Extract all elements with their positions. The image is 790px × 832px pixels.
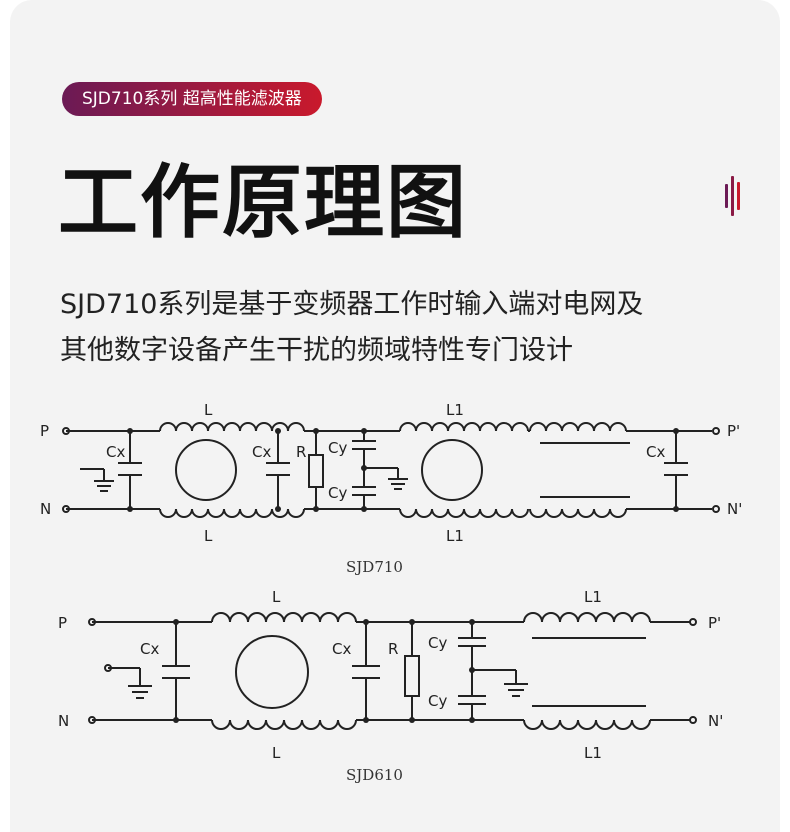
label-Cy-2: Cy bbox=[328, 484, 347, 502]
label-P: P bbox=[40, 422, 49, 440]
label-Cy-1: Cy bbox=[328, 439, 347, 457]
description-line-1: SJD710系列是基于变频器工作时输入端对电网及 bbox=[60, 289, 644, 320]
label-Cy-2: Cy bbox=[428, 692, 447, 710]
label-Cx-2: Cx bbox=[332, 640, 351, 658]
inductor-L1-top bbox=[523, 612, 651, 623]
page-title: 工作原理图 bbox=[58, 156, 468, 249]
label-L-bottom: L bbox=[272, 744, 281, 762]
inductor-L-bottom bbox=[211, 719, 357, 730]
inductor-L1-bottom bbox=[399, 508, 529, 518]
label-Cy-1: Cy bbox=[428, 634, 447, 652]
label-P: P bbox=[58, 614, 67, 632]
label-Cx-3: Cx bbox=[646, 443, 665, 461]
circuit-diagram-sjd710: P N P' N' L L L1 L1 Cx Cx R Cy Cy Cx SJD… bbox=[40, 401, 742, 576]
label-R: R bbox=[388, 640, 398, 658]
label-L1-bottom: L1 bbox=[584, 744, 602, 762]
caption-sjd710: SJD710 bbox=[346, 558, 403, 576]
bars-icon bbox=[725, 176, 745, 216]
core-circle-1 bbox=[175, 439, 237, 501]
label-Cx-2: Cx bbox=[252, 443, 271, 461]
core-circle bbox=[235, 635, 309, 709]
inductor-3-bottom bbox=[529, 508, 627, 518]
label-L1-top: L1 bbox=[446, 401, 464, 419]
label-P-out: P' bbox=[708, 614, 721, 632]
inductor-L-bottom bbox=[159, 508, 305, 518]
label-L1-bottom: L1 bbox=[446, 527, 464, 545]
content-card bbox=[10, 0, 780, 832]
inductor-L1-top bbox=[399, 422, 529, 432]
inductor-L-top bbox=[159, 422, 305, 432]
label-P-out: P' bbox=[727, 422, 740, 440]
inductor-L-top bbox=[211, 612, 357, 623]
description-line-2: 其他数字设备产生干扰的频域特性专门设计 bbox=[60, 335, 573, 366]
label-L-top: L bbox=[204, 401, 213, 419]
series-badge: SJD710系列 超高性能滤波器 bbox=[62, 82, 322, 116]
label-L-bottom: L bbox=[204, 527, 213, 545]
label-N: N bbox=[58, 712, 69, 730]
inductor-3-top bbox=[529, 422, 627, 432]
caption-sjd610: SJD610 bbox=[346, 766, 403, 784]
label-R: R bbox=[296, 443, 306, 461]
core-circle-2 bbox=[421, 439, 483, 501]
label-Cx-1: Cx bbox=[106, 443, 125, 461]
label-L-top: L bbox=[272, 588, 281, 606]
label-L1-top: L1 bbox=[584, 588, 602, 606]
description: SJD710系列是基于变频器工作时输入端对电网及 其他数字设备产生干扰的频域特性… bbox=[60, 282, 643, 374]
label-N-out: N' bbox=[708, 712, 723, 730]
label-Cx-1: Cx bbox=[140, 640, 159, 658]
label-N: N bbox=[40, 500, 51, 518]
inductor-L1-bottom bbox=[523, 719, 651, 730]
label-N-out: N' bbox=[727, 500, 742, 518]
circuit-diagram-sjd610: P N P' N' L L L1 L1 Cx Cx R Cy Cy SJD610 bbox=[58, 588, 723, 784]
